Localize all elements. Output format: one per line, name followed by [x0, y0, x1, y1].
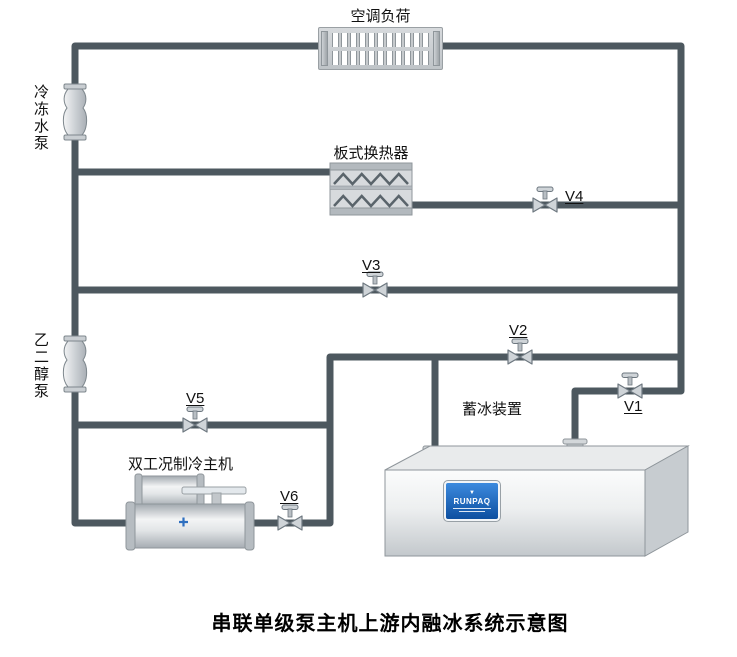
brand-decor-line: [459, 511, 485, 512]
tank-top-face: [384, 445, 690, 471]
glycol-pump-label: 乙二醇泵: [32, 332, 49, 400]
runpaq-logo-icon: ▼: [469, 490, 475, 496]
hx-plate-zigzag-top: [333, 172, 409, 186]
heat-exchanger-label: 板式换热器: [333, 145, 409, 162]
glycol-pump: [62, 335, 88, 393]
ice-tank-body: [384, 438, 690, 557]
ac-load-grille-row-bottom: [332, 51, 429, 65]
hx-plate-zigzag-bottom: [333, 194, 409, 208]
chiller-body: [125, 473, 255, 551]
ac-load-right-cap: [433, 31, 440, 66]
ice-tank-brand-plate: ▼ RUNPAQ: [443, 480, 501, 522]
ice-tank-label: 蓄冰装置: [462, 401, 523, 418]
ac-load-label: 空调负荷: [350, 8, 411, 25]
ice-tank-brand-name: RUNPAQ: [453, 497, 491, 506]
ac-load-left-cap: [321, 31, 328, 66]
valve-label-v2: V2: [509, 322, 528, 339]
valve-label-v3: V3: [362, 257, 381, 274]
chilled-water-pump: [62, 83, 88, 141]
chiller-label: 双工况制冷主机: [128, 456, 234, 473]
valve-label-v5: V5: [186, 390, 205, 407]
pipe-right-header: [443, 42, 685, 446]
heat-exchanger: [329, 162, 413, 216]
valve-label-v4: V4: [565, 188, 584, 205]
brand-decor-line: [453, 508, 491, 509]
diagram-title: 串联单级泵主机上游内融冰系统示意图: [211, 613, 569, 635]
ac-load-grille-row-top: [332, 33, 429, 47]
pipe-chilled-loop-left: [71, 42, 318, 527]
chiller-plus-mark: [179, 517, 188, 527]
chilled-pump-label: 冷冻水泵: [32, 84, 49, 152]
valve-label-v6: V6: [280, 488, 299, 505]
valve-label-v1: V1: [624, 398, 643, 415]
tank-front-face: [384, 469, 646, 557]
ac-load-unit: [318, 27, 443, 70]
